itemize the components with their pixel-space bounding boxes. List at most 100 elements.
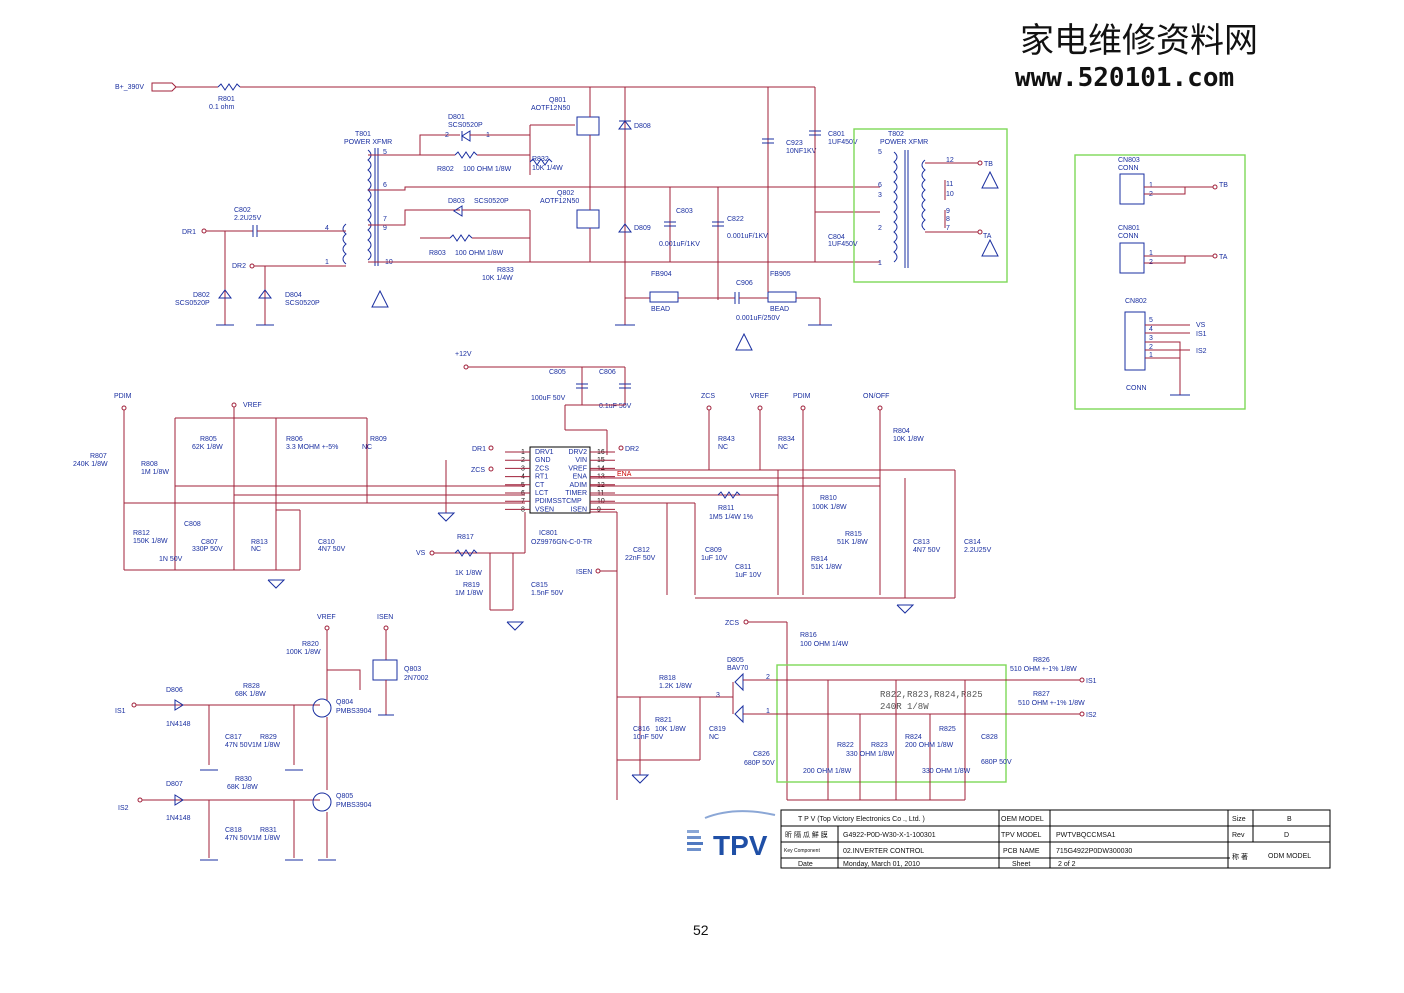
- q803-value: 2N7002: [404, 675, 429, 682]
- b-plus-label: B+_390V: [115, 84, 144, 91]
- d804-label: D804: [285, 292, 302, 299]
- r826-label: R826: [1033, 657, 1050, 664]
- r811-label: R811: [718, 505, 734, 512]
- cn802-is1: IS1: [1196, 331, 1207, 338]
- isen-label: ISEN: [576, 569, 592, 576]
- is2-label-bottom: IS2: [118, 805, 129, 812]
- r823-value: 330 OHM 1/8W: [846, 751, 895, 758]
- is1-label-bottom: IS1: [115, 708, 126, 715]
- r824-label: R824: [905, 734, 922, 741]
- r818-value: 1.2K 1/8W: [659, 683, 692, 690]
- r803-label: R803: [429, 250, 446, 257]
- r801-label: R801: [218, 96, 235, 103]
- dr1-label: DR1: [182, 229, 196, 236]
- ic801-value: OZ9976GN-C-0-TR: [531, 539, 592, 546]
- isen-label-bottom: ISEN: [377, 614, 393, 621]
- dr1-port: [201, 228, 207, 234]
- sheet-label: Sheet: [1012, 861, 1030, 868]
- c815-value: 1.5nF 50V: [531, 590, 564, 597]
- cn802-pin5: 5: [1149, 317, 1153, 324]
- r802-value: 100 OHM 1/8W: [463, 166, 512, 173]
- warning-icon: [981, 238, 999, 257]
- r831-label: R831: [260, 827, 277, 834]
- r829-label: R829: [260, 734, 277, 741]
- ground-icon: [631, 774, 650, 784]
- d805-pin3: 3: [716, 692, 720, 699]
- transistor-q805: [312, 792, 332, 812]
- r827-label: R827: [1033, 691, 1050, 698]
- tpv-logo: TPV: [687, 810, 776, 861]
- c818-value: 47N 50V: [225, 835, 253, 842]
- c814-label: C814: [964, 539, 981, 546]
- r804-value: 10K 1/8W: [893, 436, 924, 443]
- r843-value: NC: [718, 444, 728, 451]
- fb905-label: FB905: [770, 271, 791, 278]
- t801-pin7: 7: [383, 216, 387, 223]
- r834-value: NC: [778, 444, 788, 451]
- b-plus-port: [151, 82, 177, 92]
- r830-label: R830: [235, 776, 252, 783]
- t801-pin1: 1: [325, 259, 329, 266]
- d809-label: D809: [634, 225, 651, 232]
- r809-label: R809: [370, 436, 387, 443]
- d805-label: D805: [727, 657, 744, 664]
- cn803-value: CONN: [1118, 165, 1139, 172]
- c906-value: 0.001uF/250V: [736, 315, 780, 322]
- vref-label: VREF: [243, 402, 262, 409]
- c816-label: C816: [633, 726, 650, 733]
- power-stage: B+_390V R801 0.1 ohm T801 POWER XFMR 5 6…: [115, 82, 1008, 351]
- t801-pin4: 4: [325, 225, 329, 232]
- fb904-value: BEAD: [651, 306, 670, 313]
- key-component-label: Key Component: [784, 848, 820, 854]
- c801-value: 1UF450V: [828, 139, 858, 146]
- pcb-name-label: PCB NAME: [1003, 848, 1040, 855]
- dr2-port: [249, 263, 255, 269]
- ic801-label: IC801: [539, 530, 558, 537]
- watermark-title: 家电维修资料网: [1020, 21, 1258, 61]
- r828-label: R828: [243, 683, 260, 690]
- pcb-name-value: 715G4922P0DW300030: [1056, 848, 1132, 855]
- t802-box: [853, 128, 1008, 283]
- t801-primary: [367, 149, 372, 261]
- controller-section: +12V C805 100uF 50V C806 0.1uF 50V IC801…: [73, 351, 992, 800]
- r825-value: 330 OHM 1/8W: [922, 768, 971, 775]
- cn803-tb: TB: [1219, 182, 1228, 189]
- watermark-url: www.520101.com: [1015, 63, 1234, 93]
- d805-pin1: 1: [766, 708, 770, 715]
- cn802-pin3: 3: [1149, 335, 1153, 342]
- r818-label: R818: [659, 675, 676, 682]
- bead-fb904: [649, 291, 679, 303]
- tb-label: TB: [984, 161, 993, 168]
- r820-value: 100K 1/8W: [286, 649, 321, 656]
- c805-value: 100uF 50V: [531, 395, 566, 402]
- t802-label: T802: [888, 131, 904, 138]
- cn801-label: CN801: [1118, 225, 1140, 232]
- c828-value: 680P 50V: [981, 759, 1012, 766]
- diode-d801: [461, 130, 471, 142]
- r808-label: R808: [141, 461, 158, 468]
- c804-value: 1UF450V: [828, 241, 858, 248]
- p12v-label: +12V: [455, 351, 472, 358]
- size-label: Size: [1232, 816, 1246, 823]
- r809-value: NC: [362, 444, 372, 451]
- cn802-pin1: 1: [1149, 352, 1153, 359]
- c807-label: C807: [201, 539, 218, 546]
- q802-label: Q802: [557, 190, 574, 197]
- ic-zcs-label: ZCS: [471, 467, 485, 474]
- connector-cn801: [1119, 242, 1145, 274]
- diode-d805: [734, 672, 744, 692]
- d801-label: D801: [448, 114, 465, 121]
- t802-pin11: 11: [946, 181, 953, 188]
- d807-value: 1N4148: [166, 815, 191, 822]
- c806-label: C806: [599, 369, 616, 376]
- r827-value: 510 OHM +-1% 1/8W: [1018, 700, 1085, 707]
- cn801-value: CONN: [1118, 233, 1139, 240]
- t801-pin9: 9: [383, 225, 387, 232]
- r828-value: 68K 1/8W: [235, 691, 266, 698]
- t802-pin9: 9: [946, 208, 950, 215]
- c806-value: 0.1uF 50V: [599, 403, 632, 410]
- ic801-pin-left-label: PDIMSSTCMP: [535, 498, 582, 505]
- c819-label: C819: [709, 726, 726, 733]
- t801-pin5: 5: [383, 149, 387, 156]
- diode-d803: [453, 205, 463, 217]
